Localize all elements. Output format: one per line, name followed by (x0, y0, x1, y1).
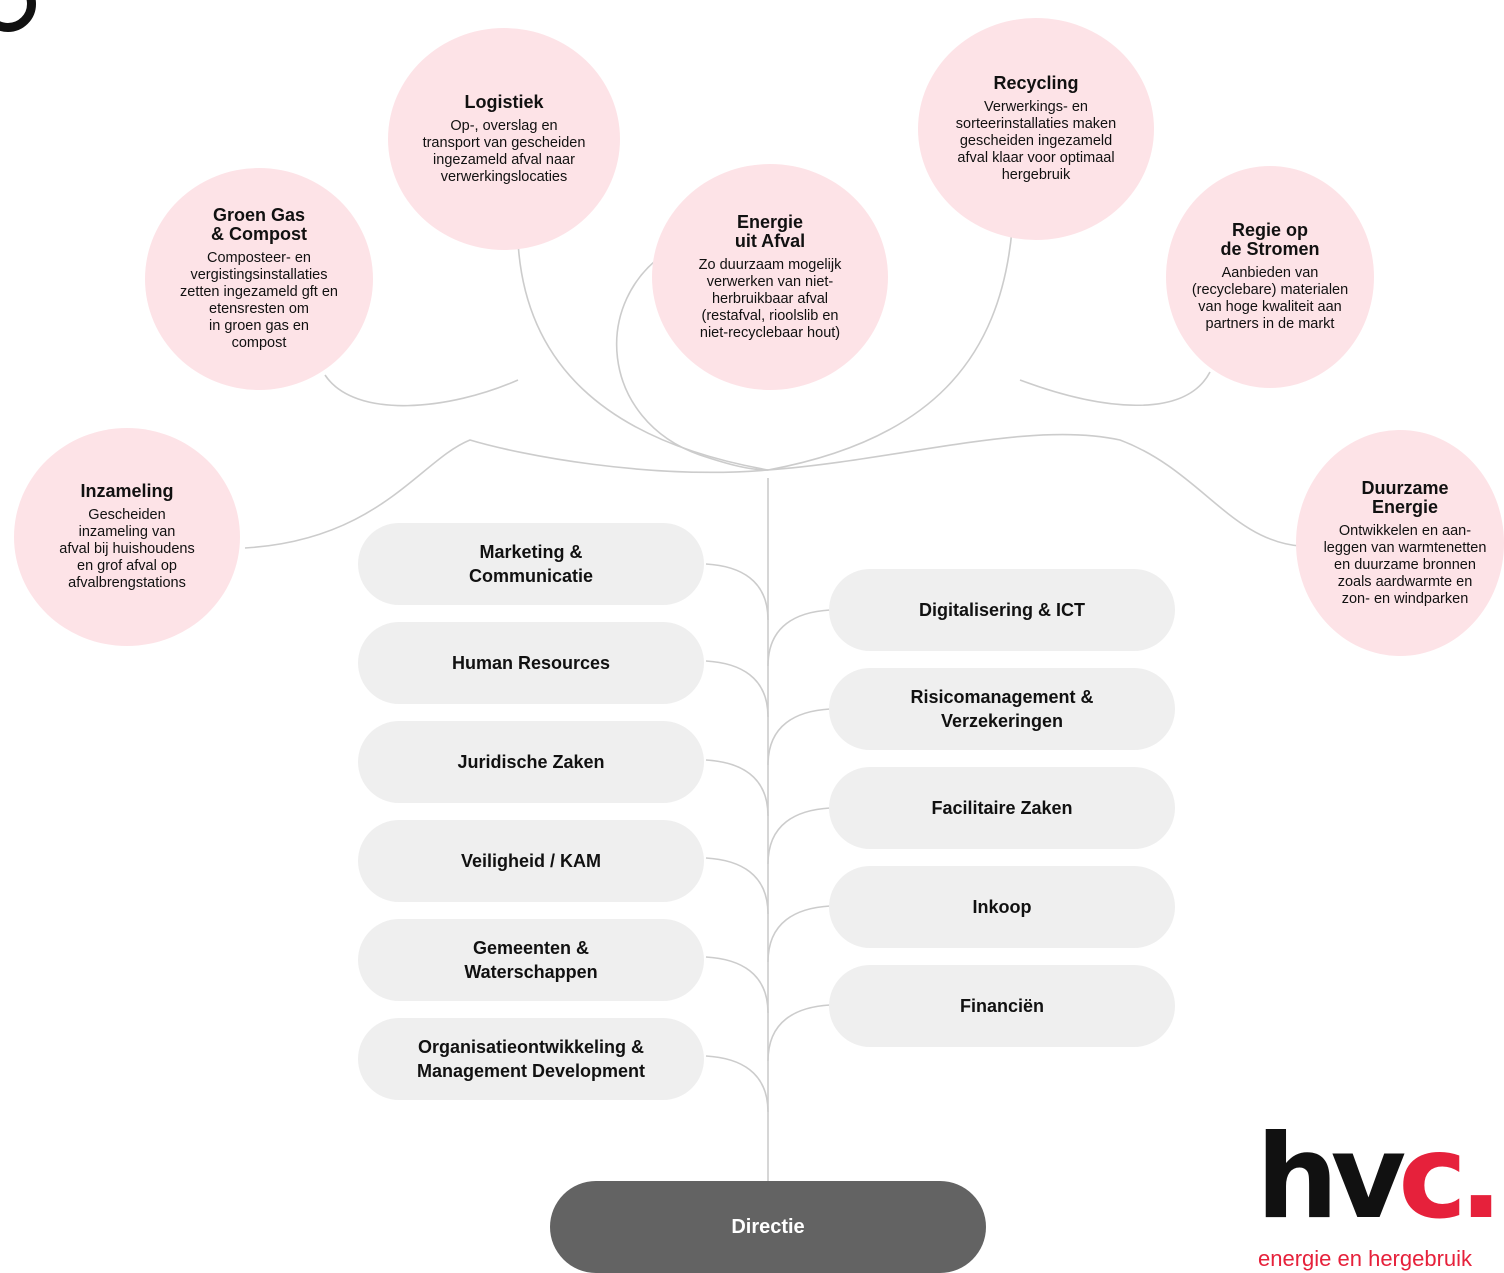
bubble-description: Composteer- en vergistingsinstallaties z… (180, 250, 338, 351)
bubble-groen-gas-compost: Groen Gas & Compost Composteer- en vergi… (145, 168, 373, 390)
bubble-logistiek: Logistiek Op-, overslag en transport van… (388, 28, 620, 250)
bubble-duurzame-energie: Duurzame Energie Ontwikkelen en aan- leg… (1296, 430, 1504, 656)
bubble-description: Ontwikkelen en aan- leggen van warmtenet… (1323, 522, 1487, 607)
department-digitalisering-ict: Digitalisering & ICT (829, 569, 1175, 651)
bubble-title: Inzameling (80, 481, 174, 501)
department-veiligheid-kam: Veiligheid / KAM (358, 820, 704, 902)
hvc-logo: hvc. energie en hergebruik (1250, 1120, 1504, 1272)
department-juridische-zaken: Juridische Zaken (358, 721, 704, 803)
department-inkoop: Inkoop (829, 866, 1175, 948)
department-human-resources: Human Resources (358, 622, 704, 704)
bubble-energie-uit-afval: Energie uit Afval Zo duurzaam mogelijk v… (652, 164, 888, 390)
department-gemeenten-waterschappen: Gemeenten & Waterschappen (358, 919, 704, 1001)
logo-word-accent: c. (1398, 1110, 1503, 1245)
department-organisatieontwikkeling: Organisatieontwikkeling & Management Dev… (358, 1018, 704, 1100)
directie-root: Directie (550, 1181, 986, 1273)
bubble-description: Op-, overslag en transport van gescheide… (422, 117, 586, 185)
bubble-inzameling: Inzameling Gescheiden inzameling van afv… (14, 428, 240, 646)
bubble-title: Recycling (993, 73, 1079, 93)
bubble-description: Aanbieden van (recyclebare) materialen v… (1191, 265, 1349, 332)
bubble-title: Duurzame Energie (1361, 477, 1449, 517)
logo-tagline: energie en hergebruik (1258, 1246, 1473, 1271)
logo-wordmark: hvc. (1256, 1120, 1503, 1236)
department-facilitaire-zaken: Facilitaire Zaken (829, 767, 1175, 849)
bubble-title: Groen Gas & Compost (211, 205, 307, 244)
bubble-recycling: Recycling Verwerkings- en sorteerinstall… (918, 18, 1154, 240)
department-financien: Financiën (829, 965, 1175, 1047)
bubble-title: Regie op de Stromen (1220, 220, 1320, 259)
bubble-description: Verwerkings- en sorteerinstallaties make… (955, 99, 1117, 183)
bubble-description: Gescheiden inzameling van afval bij huis… (59, 507, 195, 591)
department-risicomanagement: Risicomanagement & Verzekeringen (829, 668, 1175, 750)
department-marketing-communicatie: Marketing & Communicatie (358, 523, 704, 605)
bubble-title: Energie uit Afval (734, 211, 806, 251)
logo-word-main: hv (1256, 1110, 1406, 1245)
bubble-title: Logistiek (464, 91, 544, 112)
bubble-regie-op-de-stromen: Regie op de Stromen Aanbieden van (recyc… (1166, 166, 1374, 388)
corner-ring-mark (0, 0, 36, 32)
bubble-description: Zo duurzaam mogelijk verwerken van niet-… (698, 256, 842, 341)
